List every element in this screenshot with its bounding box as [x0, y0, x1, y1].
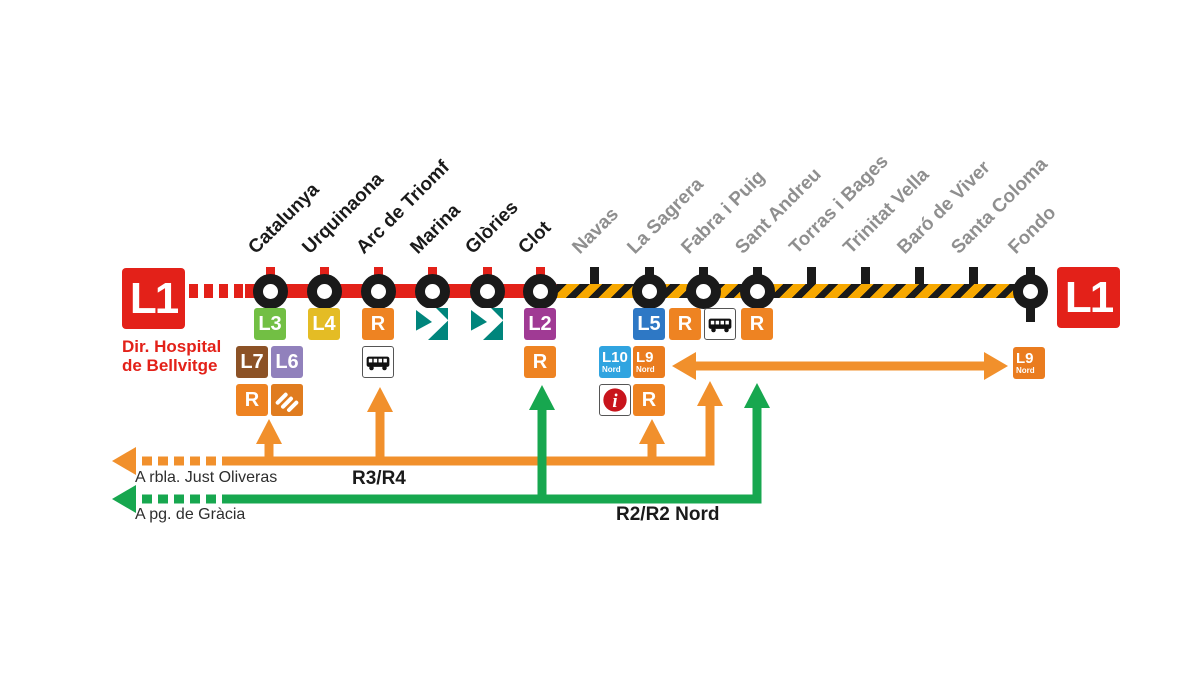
station-marker-clot — [523, 274, 558, 309]
terminus-box-left: L1 — [122, 268, 185, 329]
badge-catalunya-l6: L6 — [271, 346, 303, 378]
badge-urquinaona-l4: L4 — [308, 308, 340, 340]
station-marker-sant-andreu — [740, 274, 775, 309]
badge-label: L5 — [637, 312, 661, 335]
badge-label: R — [677, 312, 693, 335]
badge-clot-l2: L2 — [524, 308, 556, 340]
destination-pg-de-gracia: A pg. de Gràcia — [135, 506, 246, 523]
station-tick-below-fondo — [1026, 306, 1035, 322]
station-tick-navas — [590, 267, 599, 284]
l9-nord-badge-label: L9 — [1016, 350, 1034, 367]
badge-sant-andreu-r: R — [741, 308, 773, 340]
station-tick-torras-i-bages — [807, 267, 816, 284]
station-marker-catalunya — [253, 274, 288, 309]
badge-label: L7 — [240, 350, 264, 373]
badge-label: L9 — [636, 349, 654, 366]
badge-la-sagrera-l5: L5 — [633, 308, 665, 340]
badge-label: R — [370, 312, 386, 335]
r3-r4-arrows — [112, 381, 723, 475]
destination-just-oliveras: A rbla. Just Oliveras — [135, 469, 278, 486]
l9-shuttle-double-arrow — [672, 352, 1008, 380]
line-open-segment — [245, 284, 557, 298]
bus-icon — [362, 346, 394, 378]
direction-note-line2: de Bellvitge — [122, 356, 218, 375]
station-marker-urquinaona — [307, 274, 342, 309]
station-tick-bar-de-viver — [915, 267, 924, 284]
station-marker-gl-ries — [470, 274, 505, 309]
badge-label: L3 — [258, 312, 282, 335]
direction-note-line1: Dir. Hospital — [122, 337, 222, 356]
station-tick-santa-coloma — [969, 267, 978, 284]
bus-icon — [704, 308, 736, 340]
terminus-box-right: L1 — [1057, 267, 1120, 328]
badge-label: R — [244, 388, 260, 411]
badge-catalunya-l3: L3 — [254, 308, 286, 340]
station-marker-marina — [415, 274, 450, 309]
station-marker-arc-de-triomf — [361, 274, 396, 309]
line-dashed-segment — [189, 284, 247, 298]
l9-nord-badge-sub: Nord — [1016, 366, 1035, 375]
station-marker-la-sagrera — [632, 274, 667, 309]
r2-r2-nord-label: R2/R2 Nord — [616, 504, 720, 525]
badge-label: R — [749, 312, 765, 335]
station-tick-trinitat-vella — [861, 267, 870, 284]
info-icon: i — [599, 384, 631, 416]
badge-arc-de-triomf-r: R — [362, 308, 394, 340]
line-works-segment — [557, 284, 1046, 298]
station-marker-fabra-i-puig — [686, 274, 721, 309]
badge-label: R — [532, 350, 548, 373]
badge-label: L6 — [275, 350, 299, 373]
badge-label: L4 — [312, 312, 336, 335]
badge-catalunya-l7: L7 — [236, 346, 268, 378]
station-marker-fondo — [1013, 274, 1048, 309]
badge-label: L2 — [528, 312, 552, 335]
badge-sub-label: Nord — [636, 365, 655, 374]
l9-nord-badge-right: L9 Nord — [1013, 347, 1045, 379]
badge-fabra-i-puig-r: R — [669, 308, 701, 340]
tram-icon — [471, 308, 503, 340]
badge-sub-label: Nord — [602, 365, 621, 374]
badge-label: R — [641, 388, 657, 411]
direction-note: Dir. Hospital de Bellvitge — [122, 337, 221, 375]
badge-label: L10 — [602, 349, 628, 366]
fgc-icon — [271, 384, 303, 416]
r2-arrows — [112, 383, 770, 513]
badge-clot-r: R — [524, 346, 556, 378]
tram-icon — [416, 308, 448, 340]
badge-la-sagrera-r: R — [633, 384, 665, 416]
r3-r4-label: R3/R4 — [352, 468, 406, 489]
svg-text:i: i — [612, 391, 618, 412]
badge-catalunya-r: R — [236, 384, 268, 416]
